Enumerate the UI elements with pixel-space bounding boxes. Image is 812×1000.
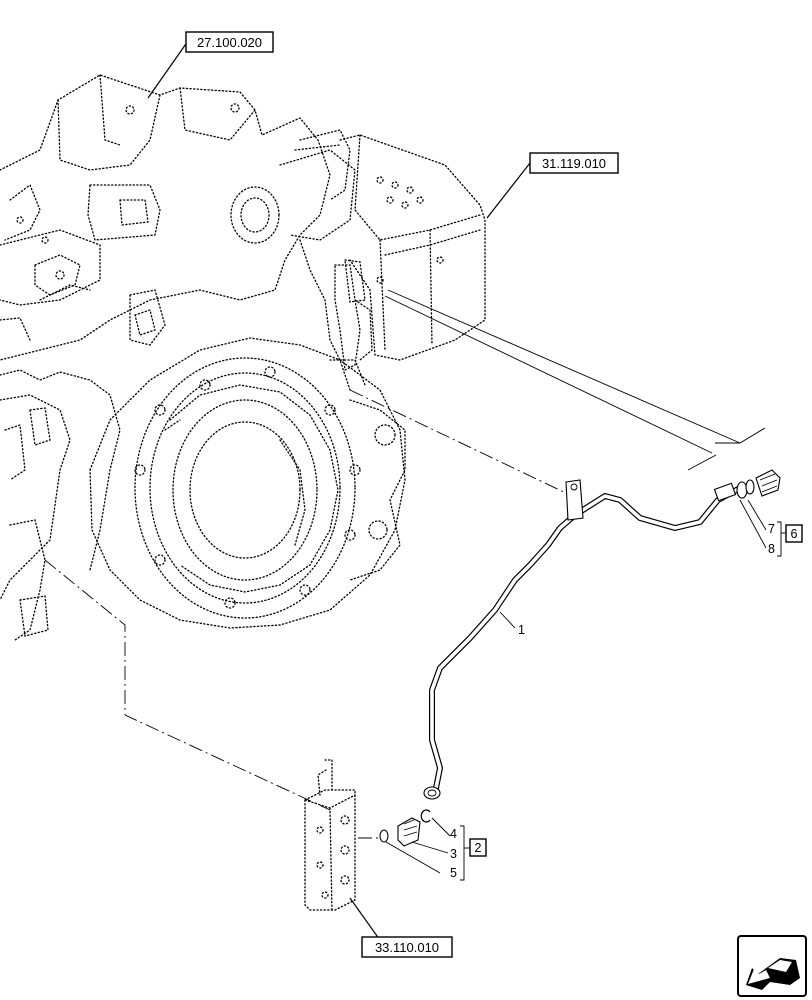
arrow-icon[interactable]	[737, 935, 807, 997]
sight-lines	[384, 289, 766, 471]
callout-label-8: 8	[768, 542, 775, 556]
ref-box-bottom[interactable]: 33.110.010	[361, 936, 453, 958]
callout-group-6: 7 8 6	[768, 521, 803, 557]
callout-label-1: 1	[518, 623, 525, 637]
callout-label-4: 4	[450, 827, 457, 841]
leader-lines	[147, 40, 531, 944]
connection-lines	[44, 389, 571, 839]
ref-label-right: 31.119.010	[542, 156, 606, 171]
callout-label-5: 5	[450, 866, 457, 880]
ref-label-top: 27.100.020	[197, 35, 262, 50]
callout-1: 1	[499, 611, 525, 637]
transmission-housing	[0, 74, 406, 641]
valve-block	[304, 759, 451, 913]
pipe-assembly	[423, 479, 743, 800]
ref-label-bottom: 33.110.010	[375, 940, 439, 955]
right-fittings	[736, 469, 781, 549]
cover-assembly	[299, 129, 486, 361]
callout-label-3: 3	[450, 847, 457, 861]
callout-group-2: 4 3 5 2	[450, 825, 487, 881]
callout-label-2: 2	[475, 841, 482, 855]
callout-label-7: 7	[768, 522, 775, 536]
ref-box-right[interactable]: 31.119.010	[529, 152, 619, 174]
callout-label-6: 6	[791, 527, 798, 541]
ref-box-top[interactable]: 27.100.020	[185, 31, 274, 53]
